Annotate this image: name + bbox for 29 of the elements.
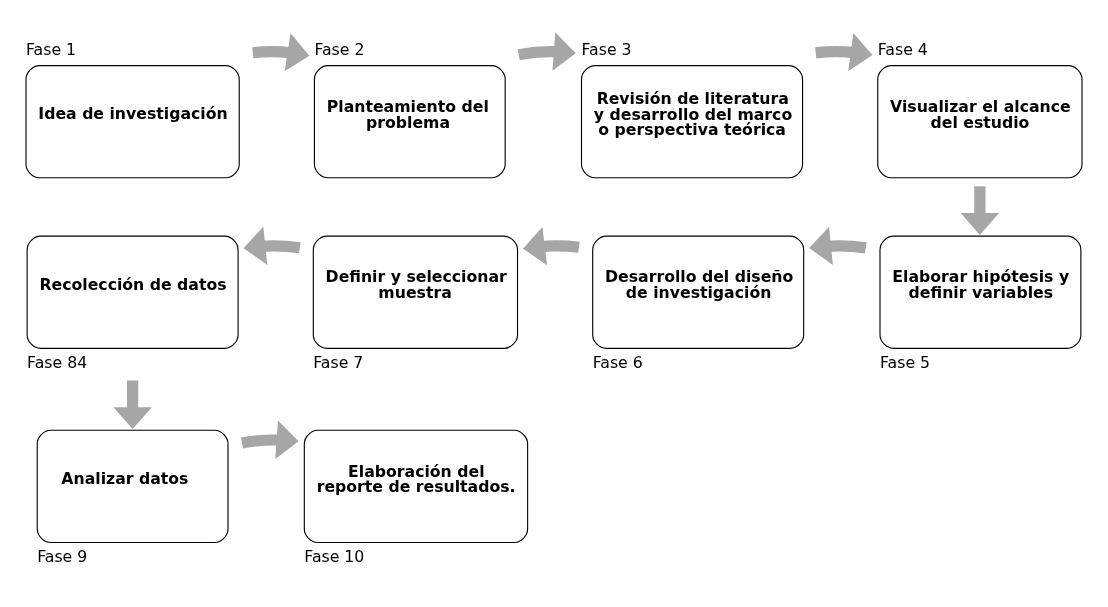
arrow [252,33,310,72]
node-box: Analizar datos [36,429,229,544]
arrow [517,32,576,71]
node-label: Fase 4 [877,39,928,59]
node-label: Fase 10 [304,546,365,566]
node-box: Idea de investigación [25,65,240,179]
node-box: Revisión de literatura y desarrollo del marco o perspectiva teórica [580,65,804,179]
node-box: Elaborar hipótesis y definir variables [879,235,1082,349]
node-label: Fase 9 [37,546,88,566]
node-box: Elaboración del reporte de resultados. [303,429,529,544]
node-box: Recolección de datos [26,235,239,349]
node-box: Planteamiento del problema [313,65,506,179]
node-box: Desarrollo del diseño de investigación [592,235,805,349]
arrow [815,33,873,72]
arrow [113,380,152,430]
node-label: Fase 6 [592,352,643,372]
node-label: Fase 2 [314,39,365,59]
arrow [243,226,301,265]
arrow [809,226,867,265]
arrow [960,186,1000,235]
arrow [241,420,299,459]
node-label: Fase 84 [27,352,88,372]
arrow [522,226,580,266]
node-label: Fase 3 [581,39,632,59]
node-box: Visualizar el alcance del estudio [877,65,1083,179]
node-label: Fase 7 [313,352,364,372]
node-box: Definir y seleccionar muestra [312,235,519,349]
node-label: Fase 5 [880,352,931,372]
node-label: Fase 1 [26,39,77,59]
